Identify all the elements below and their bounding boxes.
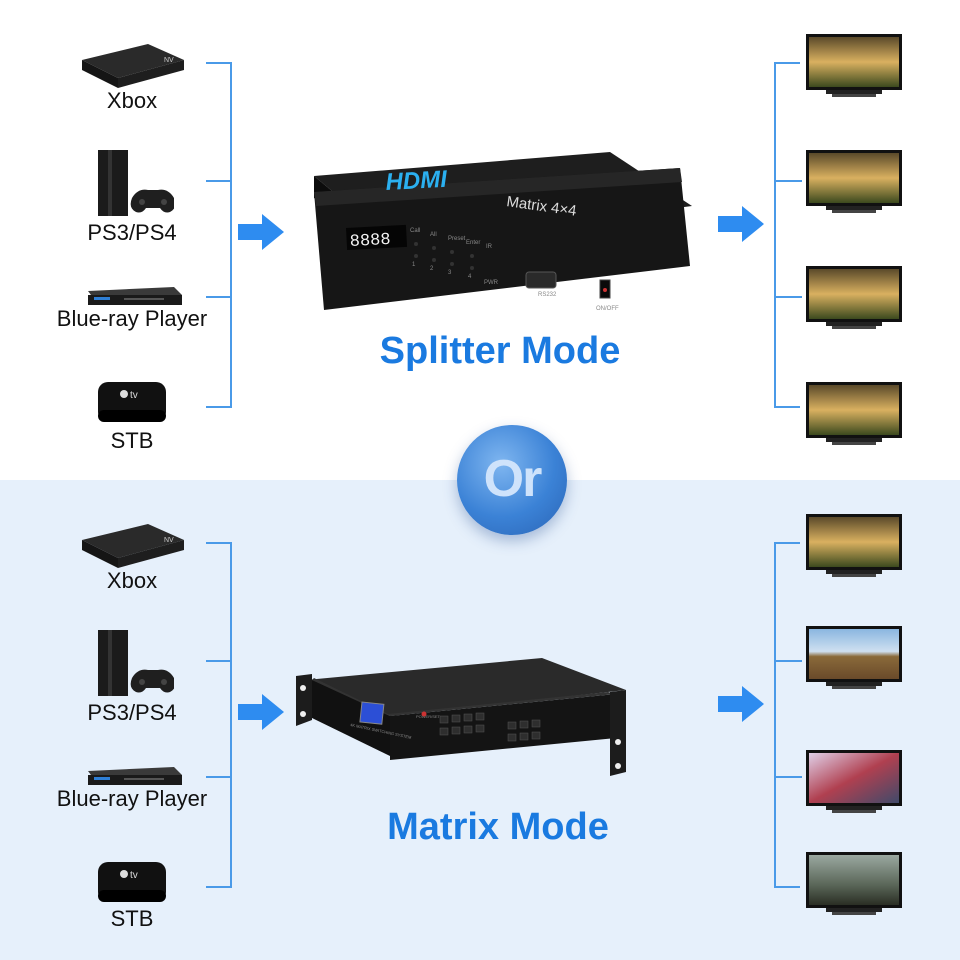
output-connector-bracket bbox=[774, 542, 800, 888]
power-set-label: POWER/SET bbox=[416, 714, 441, 719]
matrix-mode-title: Matrix Mode bbox=[387, 806, 609, 848]
onoff-label: ON/OFF bbox=[596, 306, 619, 312]
input-connector-bracket bbox=[206, 542, 232, 888]
game-console-icon: NV bbox=[82, 44, 184, 88]
connector-tick bbox=[206, 660, 232, 662]
rack-matrix-device: 4K MATRIX SWITCHING SYSTEM POWER/SET bbox=[296, 658, 626, 776]
svg-text:NV: NV bbox=[164, 57, 174, 64]
connector-tick bbox=[774, 776, 802, 778]
svg-text:1: 1 bbox=[412, 262, 416, 268]
or-badge: Or bbox=[457, 425, 567, 535]
source-label-bluray: Blue-ray Player bbox=[56, 786, 208, 811]
svg-text:Preset: Preset bbox=[448, 236, 466, 242]
playstation-icon bbox=[98, 630, 174, 696]
device-display: 8888 bbox=[349, 231, 391, 252]
tv-icon bbox=[806, 750, 902, 813]
svg-text:Enter: Enter bbox=[466, 240, 480, 246]
arrow-right-icon bbox=[238, 214, 284, 250]
tv-icon bbox=[806, 34, 902, 97]
source-label-stb: STB bbox=[110, 906, 154, 931]
source-label-xbox: Xbox bbox=[106, 88, 158, 113]
connector-tick bbox=[206, 776, 232, 778]
playstation-icon bbox=[98, 150, 174, 216]
svg-text:3: 3 bbox=[448, 270, 452, 276]
connector-tick bbox=[206, 180, 232, 182]
splitter-mode-title: Splitter Mode bbox=[379, 330, 621, 372]
arrow-right-icon bbox=[718, 206, 764, 242]
svg-text:Call: Call bbox=[410, 228, 420, 234]
source-label-bluray: Blue-ray Player bbox=[56, 306, 208, 331]
rs232-label: RS232 bbox=[538, 292, 557, 298]
game-console-icon: NV bbox=[82, 524, 184, 568]
svg-text:tv: tv bbox=[130, 390, 138, 401]
connector-tick bbox=[206, 296, 232, 298]
svg-text:All: All bbox=[430, 232, 437, 238]
source-label-stb: STB bbox=[110, 428, 154, 453]
input-connector-bracket bbox=[206, 62, 232, 408]
tv-icon bbox=[806, 852, 902, 915]
svg-text:IR: IR bbox=[486, 244, 493, 250]
connector-tick bbox=[774, 660, 802, 662]
or-label: Or bbox=[483, 450, 543, 508]
tv-icon bbox=[806, 626, 902, 689]
apple-tv-icon: tv bbox=[98, 382, 166, 422]
svg-text:NV: NV bbox=[164, 537, 174, 544]
tv-icon bbox=[806, 266, 902, 329]
tv-icon bbox=[806, 382, 902, 445]
bluray-player-icon bbox=[88, 767, 182, 785]
source-label-xbox: Xbox bbox=[106, 568, 158, 593]
output-connector-bracket bbox=[774, 62, 800, 408]
connector-tick bbox=[774, 296, 802, 298]
source-label-ps: PS3/PS4 bbox=[87, 700, 177, 725]
device-brand-text: HDMI bbox=[385, 166, 449, 196]
bluray-player-icon bbox=[88, 287, 182, 305]
tv-icon bbox=[806, 514, 902, 577]
connector-tick bbox=[774, 180, 802, 182]
tv-icon bbox=[806, 150, 902, 213]
apple-tv-icon: tv bbox=[98, 862, 166, 902]
svg-text:4: 4 bbox=[468, 274, 472, 280]
source-label-ps: PS3/PS4 bbox=[87, 220, 177, 245]
svg-text:tv: tv bbox=[130, 870, 138, 881]
arrow-right-icon bbox=[238, 694, 284, 730]
pwr-label: PWR bbox=[484, 280, 499, 286]
arrow-right-icon bbox=[718, 686, 764, 722]
svg-text:2: 2 bbox=[430, 266, 434, 272]
hdmi-matrix-device: HDMI Matrix 4×4 8888 CallAllPresetEnterI… bbox=[314, 152, 692, 312]
